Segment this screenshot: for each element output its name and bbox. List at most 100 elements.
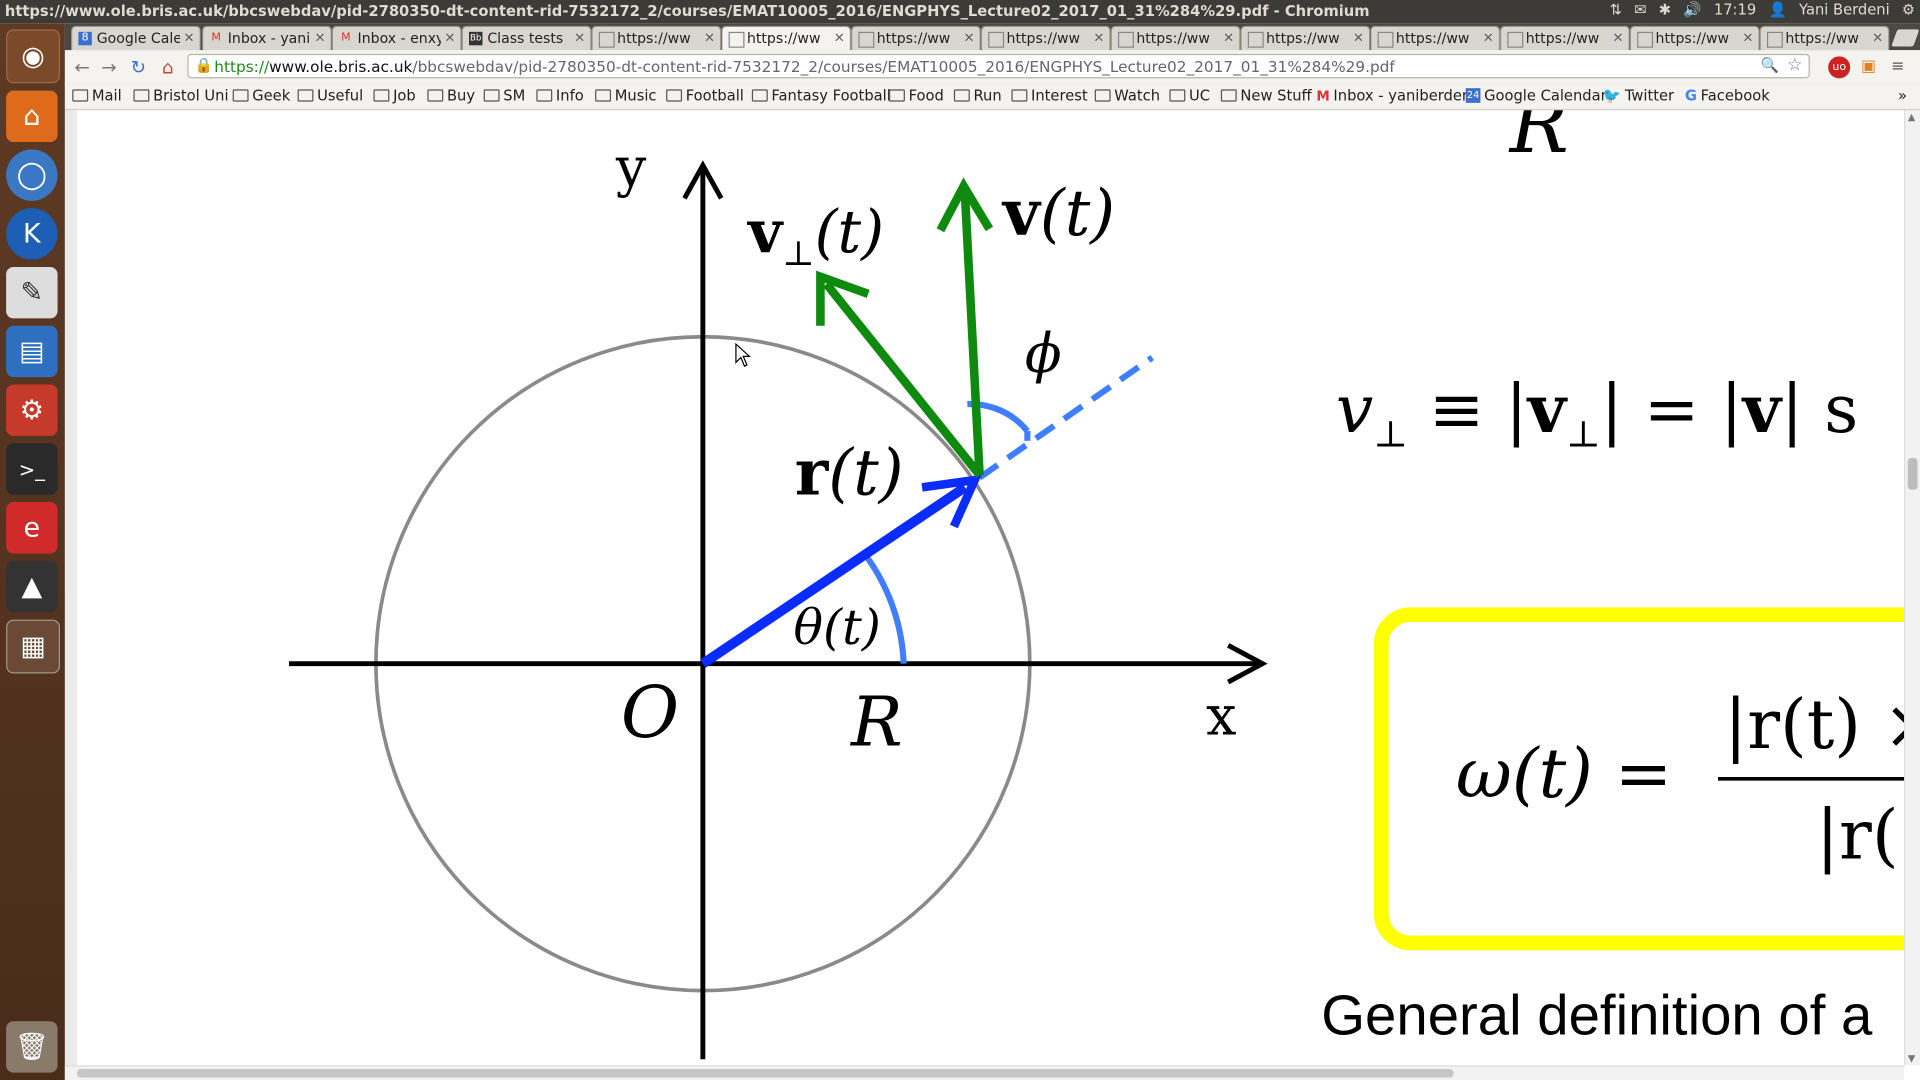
bluetooth-icon[interactable]: ✱	[1658, 1, 1672, 19]
user-name[interactable]: Yani Berdeni	[1799, 1, 1890, 19]
workspace-switcher-icon[interactable]: ▦	[6, 619, 61, 674]
dash-home-icon[interactable]: ◉	[6, 29, 61, 84]
writer-icon[interactable]: ▤	[6, 325, 58, 378]
theta-arc	[864, 555, 907, 664]
clock[interactable]: 17:19	[1713, 1, 1757, 19]
bookmark-run[interactable]: Run	[953, 87, 1002, 104]
text-editor-icon[interactable]: ✎	[6, 266, 58, 319]
tab-10[interactable]: https://ww×	[1370, 25, 1501, 51]
highlight-box	[1373, 607, 1905, 951]
tab-7[interactable]: https://ww×	[980, 25, 1111, 51]
bookmark-fantasy-football[interactable]: Fantasy Football	[751, 87, 891, 104]
bookmark-music[interactable]: Music	[595, 87, 657, 104]
chromium-icon[interactable]: ◯	[6, 149, 58, 201]
tab-13[interactable]: https://ww×	[1759, 25, 1890, 51]
bookmark-interest[interactable]: Interest	[1011, 87, 1088, 104]
tab-5-active[interactable]: https://ww×	[721, 25, 852, 51]
close-tab-icon[interactable]: ×	[1223, 29, 1235, 46]
bookmark-uc[interactable]: UC	[1169, 87, 1210, 104]
kde-icon[interactable]: K	[6, 208, 58, 260]
bookmark-star-icon[interactable]: ☆	[1787, 55, 1803, 75]
bookmarks-overflow-icon[interactable]: »	[1897, 86, 1907, 105]
volume-icon[interactable]: 🔊	[1683, 1, 1702, 19]
bookmark-useful[interactable]: Useful	[297, 87, 363, 104]
pdf-reader-icon[interactable]: e	[6, 502, 58, 554]
tab-8[interactable]: https://ww×	[1110, 25, 1241, 51]
bookmark-job[interactable]: Job	[373, 87, 416, 104]
files-icon[interactable]: ⌂	[6, 90, 58, 143]
radius-label: R	[851, 683, 903, 763]
close-tab-icon[interactable]: ×	[963, 29, 975, 46]
gmail-icon: M	[211, 31, 221, 45]
folder-icon	[953, 89, 970, 102]
close-tab-icon[interactable]: ×	[1871, 29, 1884, 46]
tab-6[interactable]: https://ww×	[851, 25, 981, 51]
bookmark-twitter[interactable]: 🐦Twitter	[1602, 86, 1675, 105]
forward-icon[interactable]: →	[101, 56, 117, 79]
tab-4[interactable]: https://ww×	[591, 25, 722, 51]
folder-icon	[1220, 89, 1237, 102]
bookmark-info[interactable]: Info	[536, 87, 584, 104]
calendar-icon: 8	[78, 31, 92, 46]
scroll-down-icon[interactable]: ▼	[1907, 1053, 1916, 1065]
unity-launcher: ◉ ⌂ ◯ K ✎ ▤ ⚙ >_ e ▲ ▦ 🗑	[0, 23, 65, 1080]
close-tab-icon[interactable]: ×	[574, 29, 586, 46]
bookmark-watch[interactable]: Watch	[1094, 87, 1160, 104]
close-tab-icon[interactable]: ×	[1093, 29, 1105, 46]
address-bar[interactable]: 🔒 https://www.ole.bris.ac.uk/bbcswebdav/…	[187, 53, 1810, 79]
v-vector-arrowhead	[936, 177, 994, 233]
menu-icon[interactable]: ≡	[1891, 57, 1905, 76]
horizontal-scrollbar[interactable]	[64, 1065, 1905, 1080]
network-icon[interactable]: ⇅	[1609, 1, 1622, 19]
reload-icon[interactable]: ↻	[130, 56, 147, 79]
mail-icon[interactable]: ✉	[1634, 1, 1647, 19]
tab-9[interactable]: https://ww×	[1240, 25, 1371, 51]
bookmark-geek[interactable]: Geek	[232, 87, 290, 104]
bookmark-mail[interactable]: Mail	[72, 87, 122, 104]
horizontal-scroll-thumb[interactable]	[77, 1068, 1454, 1078]
scroll-up-icon[interactable]: ▲	[1907, 111, 1916, 123]
pdf-viewer[interactable]: y x O R R θ(t) ϕ r(t) v(t) v⊥(t) v⊥ ≡ |v…	[77, 110, 1905, 1066]
bookmark-sm[interactable]: SM	[483, 87, 525, 104]
close-tab-icon[interactable]: ×	[183, 29, 195, 46]
close-tab-icon[interactable]: ×	[833, 29, 845, 46]
back-icon[interactable]: ←	[74, 56, 90, 79]
bookmark-buy[interactable]: Buy	[427, 87, 475, 104]
browser-toolbar: ← → ↻ ⌂ 🔒 https://www.ole.bris.ac.uk/bbc…	[64, 50, 1920, 85]
zoom-icon[interactable]: 🔍	[1760, 56, 1780, 74]
close-tab-icon[interactable]: ×	[1482, 29, 1494, 46]
bookmark-football[interactable]: Football	[666, 87, 744, 104]
close-tab-icon[interactable]: ×	[703, 29, 716, 46]
folder-icon	[1094, 89, 1111, 102]
close-tab-icon[interactable]: ×	[444, 29, 456, 46]
tab-11[interactable]: https://ww×	[1500, 25, 1630, 51]
close-tab-icon[interactable]: ×	[1612, 29, 1624, 46]
settings-gear-icon[interactable]: ⚙	[1901, 1, 1916, 19]
lock-icon[interactable]: 🔒	[194, 56, 214, 74]
new-tab-button[interactable]	[1891, 29, 1920, 47]
close-tab-icon[interactable]: ×	[1352, 29, 1365, 46]
close-tab-icon[interactable]: ×	[314, 29, 326, 46]
tab-12[interactable]: https://ww×	[1629, 25, 1760, 51]
home-icon[interactable]: ⌂	[161, 56, 174, 79]
v-vector	[960, 193, 984, 476]
bookmark-new-stuff[interactable]: New Stuff	[1220, 87, 1312, 104]
close-tab-icon[interactable]: ×	[1742, 29, 1754, 46]
rss-icon[interactable]: ▣	[1861, 57, 1877, 76]
vertical-scroll-thumb[interactable]	[1907, 457, 1918, 490]
bookmark-bristol-uni[interactable]: Bristol Uni	[133, 87, 229, 104]
inkscape-icon[interactable]: ▲	[6, 560, 58, 613]
vertical-scrollbar[interactable]: ▲ ▼	[1904, 110, 1920, 1066]
ublock-icon[interactable]: uo	[1828, 56, 1851, 79]
terminal-icon[interactable]: >_	[6, 443, 58, 495]
bookmark-food[interactable]: Food	[888, 87, 944, 104]
system-settings-icon[interactable]: ⚙	[6, 384, 58, 436]
trash-icon[interactable]: 🗑	[6, 1021, 58, 1073]
